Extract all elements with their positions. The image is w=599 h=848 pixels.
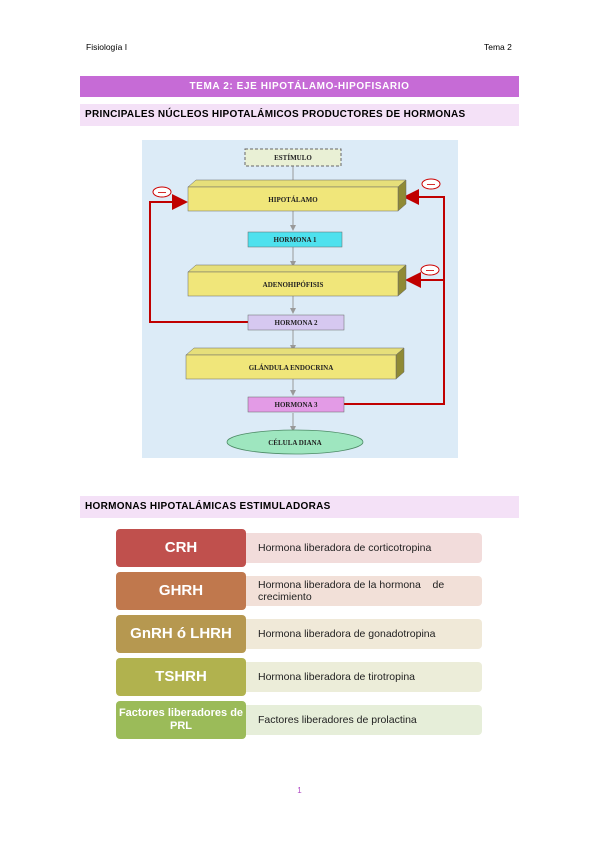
- hormone-code: TSHRH: [116, 658, 246, 696]
- diagram-hormona-2: HORMONA 2: [275, 319, 318, 327]
- hormone-code: CRH: [116, 529, 246, 567]
- diagram-adenohipofisis: ADENOHIPÓFISIS: [263, 281, 324, 289]
- diagram-celula-diana: CÉLULA DIANA: [268, 439, 321, 447]
- hypothalamic-axis-diagram: ESTÍMULO HIPOTÁLAMO HORMONA 1 ADENOHIPÓF…: [142, 140, 458, 458]
- hormone-row-ghrh: GHRH Hormona liberadora de la hormona de…: [116, 572, 482, 610]
- hormone-row-gnrh: GnRH ó LHRH Hormona liberadora de gonado…: [116, 615, 482, 653]
- diagram-estimulo: ESTÍMULO: [274, 154, 312, 162]
- hormone-description: Factores liberadores de prolactina: [246, 705, 482, 735]
- minus-sign-left: —: [158, 188, 166, 197]
- diagram-glandula: GLÁNDULA ENDOCRINA: [249, 364, 334, 372]
- hormone-code: GnRH ó LHRH: [116, 615, 246, 653]
- section-heading-stimulating: HORMONAS HIPOTALÁMICAS ESTIMULADORAS: [80, 496, 519, 518]
- section-heading-nuclei: PRINCIPALES NÚCLEOS HIPOTALÁMICOS PRODUC…: [80, 104, 519, 126]
- header-left: Fisiología I: [86, 42, 128, 52]
- header-right: Tema 2: [484, 42, 512, 52]
- hormone-row-crh: CRH Hormona liberadora de corticotropina: [116, 529, 482, 567]
- page-number: 1: [297, 786, 302, 795]
- hormone-code: Factores liberadores de PRL: [116, 701, 246, 739]
- diagram-hormona-3: HORMONA 3: [275, 401, 318, 409]
- diagram-hipotalamo: HIPOTÁLAMO: [268, 196, 318, 204]
- page-title: TEMA 2: EJE HIPOTÁLAMO-HIPOFISARIO: [80, 76, 519, 97]
- hormone-row-tshrh: TSHRH Hormona liberadora de tirotropina: [116, 658, 482, 696]
- hormone-description: Hormona liberadora de tirotropina: [246, 662, 482, 692]
- hormone-description: Hormona liberadora de corticotropina: [246, 533, 482, 563]
- hormone-description: Hormona liberadora de gonadotropina: [246, 619, 482, 649]
- minus-sign-right-top: —: [427, 180, 435, 189]
- hormone-code: GHRH: [116, 572, 246, 610]
- minus-sign-right-bottom: —: [426, 266, 434, 275]
- hormone-description: Hormona liberadora de la hormona de crec…: [246, 576, 482, 606]
- hormone-row-prl: Factores liberadores de PRL Factores lib…: [116, 701, 482, 739]
- diagram-hormona-1: HORMONA 1: [274, 236, 317, 244]
